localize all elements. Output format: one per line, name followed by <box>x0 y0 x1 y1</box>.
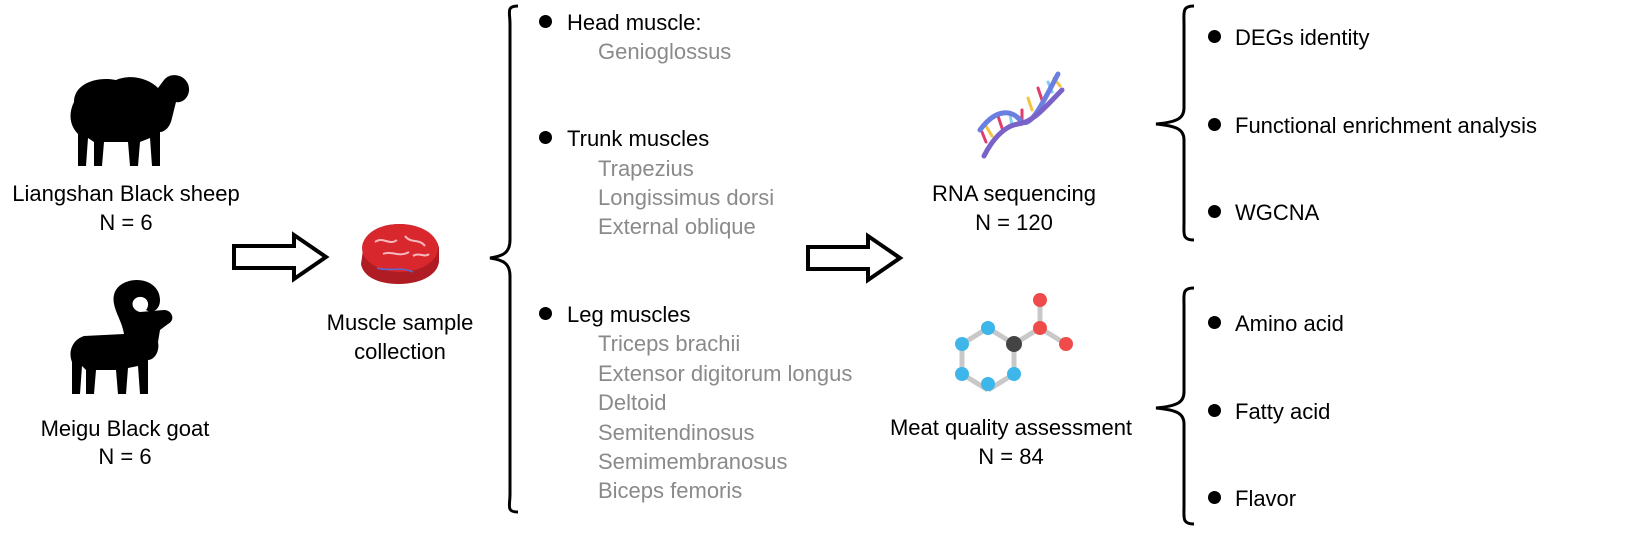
rna-output-item: WGCNA <box>1235 200 1320 225</box>
rna-count: N = 120 <box>975 210 1053 235</box>
arrow-right-icon <box>806 232 904 284</box>
molecule-icon <box>955 293 1073 393</box>
muscle-item: Deltoid <box>598 390 667 415</box>
collection-line1: Muscle sample <box>326 310 474 335</box>
dna-icon <box>977 71 1065 159</box>
bullet <box>539 307 552 320</box>
muscle-item: Triceps brachii <box>598 331 741 356</box>
brace-muscles <box>489 4 519 514</box>
muscle-item: Extensor digitorum longus <box>598 361 853 386</box>
muscle-item: Semimembranosus <box>598 449 788 474</box>
trunk-muscle-title: Trunk muscles <box>567 126 710 151</box>
sheep-count: N = 6 <box>99 210 153 235</box>
rna-output-item: DEGs identity <box>1235 25 1370 50</box>
bullet <box>1208 404 1221 417</box>
brace-rna-outputs <box>1155 4 1195 242</box>
sheep-silhouette-icon <box>70 75 190 166</box>
bullet <box>1208 205 1221 218</box>
rna-output-item: Functional enrichment analysis <box>1235 113 1538 138</box>
goat-name: Meigu Black goat <box>40 416 210 441</box>
muscle-item: Semitendinosus <box>598 420 755 445</box>
bullet <box>539 15 552 28</box>
collection-line2: collection <box>354 339 446 364</box>
arrow-right-icon <box>232 231 330 283</box>
goat-count: N = 6 <box>98 444 152 469</box>
muscle-item: External oblique <box>598 214 756 239</box>
head-muscle-title: Head muscle: <box>567 10 702 35</box>
muscle-item: Biceps femoris <box>598 478 743 503</box>
bullet <box>1208 491 1221 504</box>
bullet <box>539 131 552 144</box>
muscle-item: Trapezius <box>598 156 694 181</box>
rna-title: RNA sequencing <box>932 181 1096 206</box>
meat-output-item: Fatty acid <box>1235 399 1331 424</box>
meat-title: Meat quality assessment <box>889 415 1133 440</box>
sheep-name: Liangshan Black sheep <box>12 181 240 206</box>
meat-output-item: Flavor <box>1235 486 1297 511</box>
muscle-item: Longissimus dorsi <box>598 185 775 210</box>
bullet <box>1208 316 1221 329</box>
leg-muscle-title: Leg muscles <box>567 302 691 327</box>
bullet <box>1208 118 1221 131</box>
meat-output-item: Amino acid <box>1235 311 1344 336</box>
goat-silhouette-icon <box>70 280 173 394</box>
meat-count: N = 84 <box>978 444 1044 469</box>
muscle-item: Genioglossus <box>598 39 732 64</box>
brace-meat-outputs <box>1155 286 1195 526</box>
bullet <box>1208 30 1221 43</box>
meat-icon <box>361 224 439 284</box>
